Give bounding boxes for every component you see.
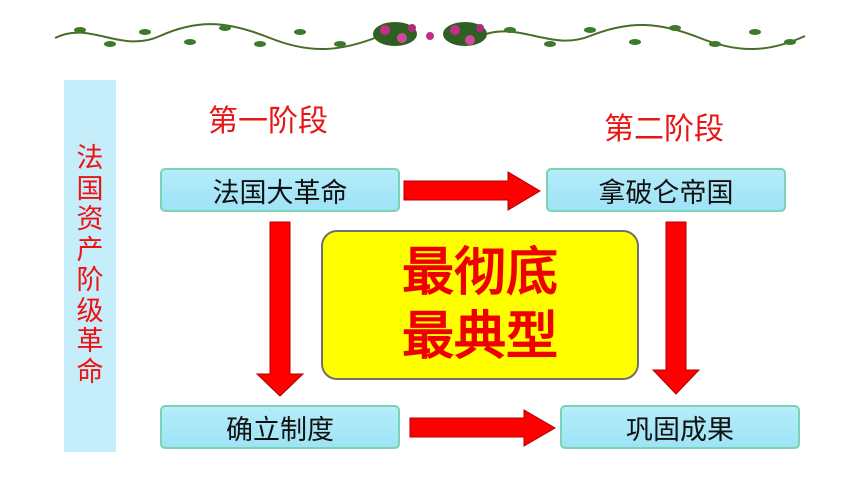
box-french-revolution: 法国大革命 — [160, 168, 400, 212]
box-napoleonic-empire: 拿破仑帝国 — [546, 168, 786, 212]
center-line-1: 最彻底 — [401, 243, 558, 303]
side-title: 法国资产阶级革命 — [76, 143, 104, 388]
vine-decoration — [54, 22, 806, 51]
arrow-down-right — [651, 221, 701, 395]
side-title-bar: 法国资产阶级革命 — [64, 80, 116, 452]
center-line-2: 最典型 — [401, 307, 558, 367]
arrow-right-top — [403, 171, 541, 211]
box-consolidate-results: 巩固成果 — [560, 405, 800, 449]
box-establish-system: 确立制度 — [160, 405, 400, 449]
arrow-down-left — [255, 221, 305, 397]
stage-one-label: 第一阶段 — [208, 104, 328, 139]
center-highlight: 最彻底 最典型 — [321, 230, 639, 380]
stage-two-label: 第二阶段 — [604, 112, 724, 147]
arrow-right-bottom — [409, 409, 556, 447]
